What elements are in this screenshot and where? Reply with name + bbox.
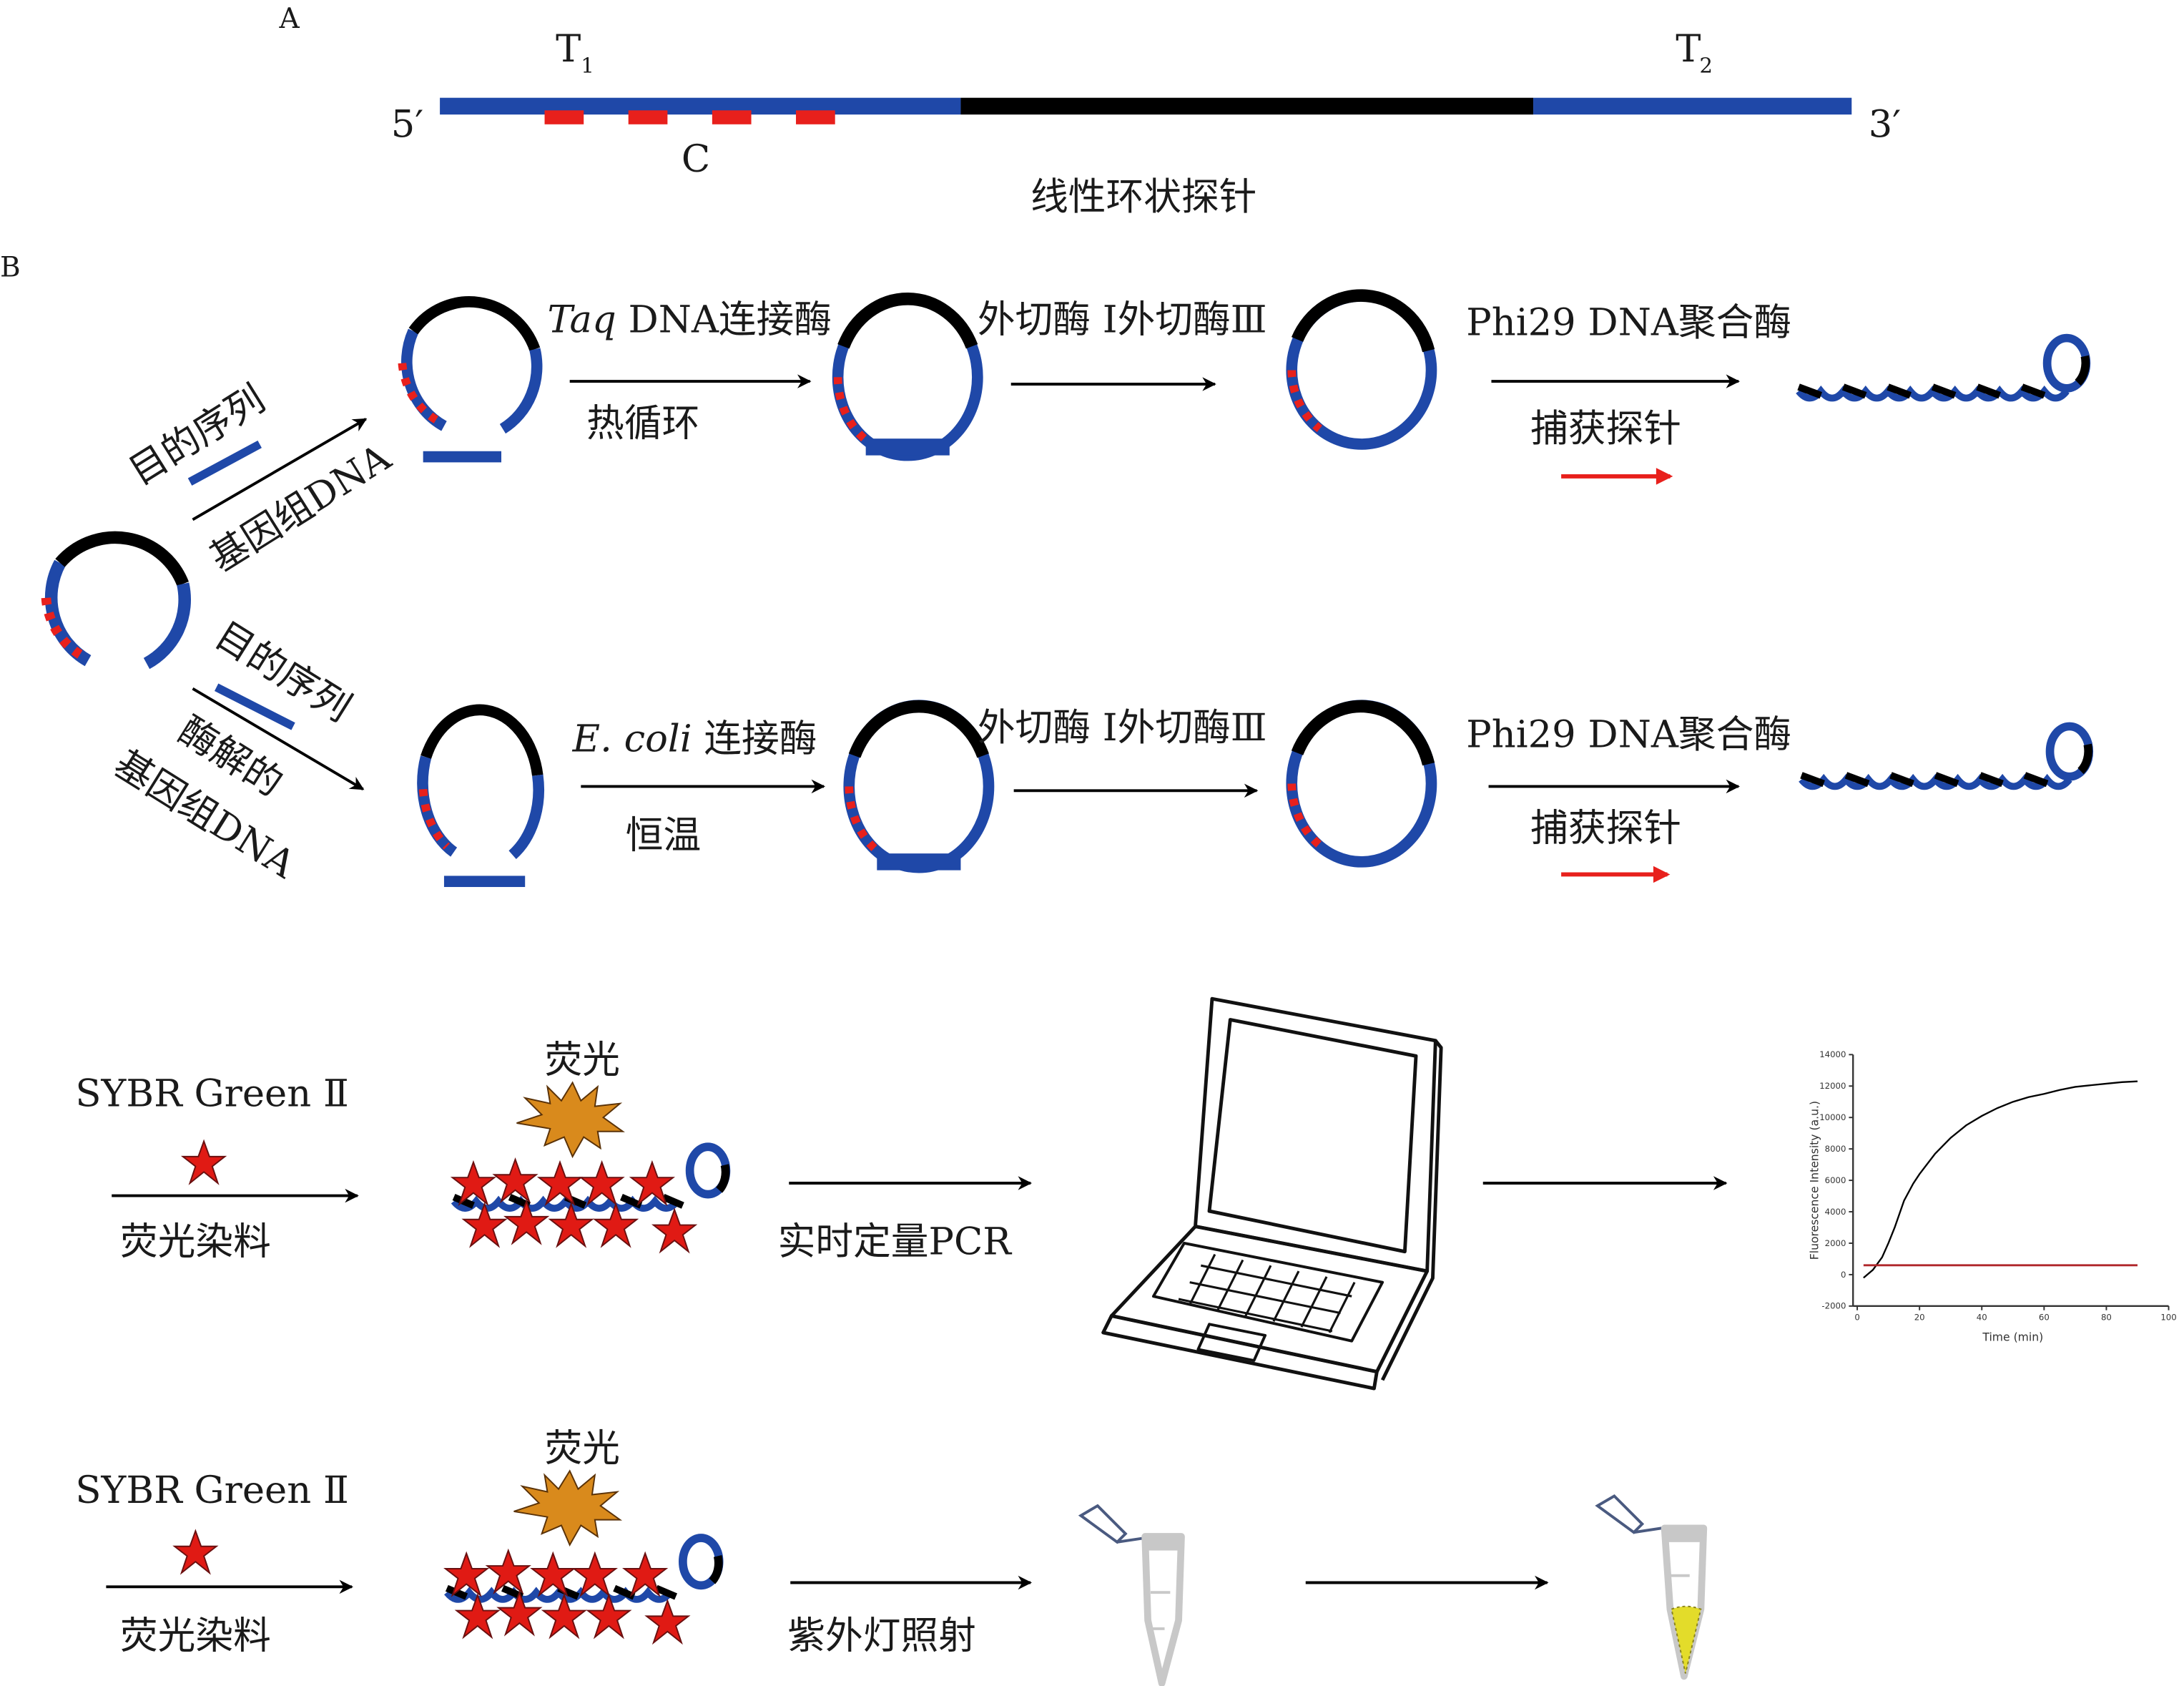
tube-fluorescent-icon <box>1595 1494 1708 1680</box>
linear-probe <box>440 97 1852 124</box>
chart-y-tick-label: -2000 <box>1821 1301 1846 1311</box>
hybridized-probe <box>398 296 543 463</box>
capture-probe-label: 捕获探针 <box>1530 807 1681 851</box>
uv-method-label: 紫外灯照射 <box>787 1614 976 1657</box>
chart-y-tick-label: 2000 <box>1825 1238 1846 1248</box>
chart-ticks: -2000 0 2000 4000 6000 8000 10000 12000 14000 0 20… <box>1819 1049 2176 1322</box>
tag-segment <box>796 110 835 124</box>
ligase-label: Taq DNA连接酶 <box>547 298 832 342</box>
chart-series-amplification <box>1863 1080 2138 1279</box>
fluorescence-label: 荧光 <box>545 1427 620 1471</box>
dye-caption: 荧光染料 <box>120 1614 271 1657</box>
three-prime-label: 3′ <box>1869 102 1902 146</box>
stained-rca-product <box>451 1142 731 1253</box>
tube-clear-icon <box>1078 1504 1185 1686</box>
capture-probe-arrowhead <box>1656 468 1673 485</box>
panel-a-label: A <box>279 3 300 35</box>
capture-probe-label: 捕获探针 <box>1530 407 1681 451</box>
svg-text:2: 2 <box>1699 54 1713 78</box>
branch-2-target-label: 目的序列 <box>207 614 358 730</box>
dye-star-icon <box>174 1530 217 1574</box>
chart-y-axis-title: Fluorescence Intensity (a.u.) <box>1808 1101 1821 1260</box>
dye-label: SYBR Green Ⅱ <box>75 1469 348 1512</box>
rca-product <box>1799 722 2094 790</box>
probe-backbone <box>960 97 1534 115</box>
chart-y-tick-label: 14000 <box>1819 1049 1846 1059</box>
hybridized-probe <box>417 704 544 888</box>
dye-star-icon <box>182 1140 226 1184</box>
chart-x-tick-label: 100 <box>2160 1312 2176 1322</box>
fluorescence-curve-chart: -2000 0 2000 4000 6000 8000 10000 12000 14000 0 20… <box>1808 1049 2176 1343</box>
branch-2-input: 目的序列 酶解的 基因组DNA <box>107 614 365 887</box>
tag-segment <box>628 110 668 124</box>
purified-circle <box>1286 700 1437 868</box>
dye-label: SYBR Green Ⅱ <box>75 1072 348 1116</box>
target-sequence <box>215 683 295 730</box>
chart-x-tick-label: 0 <box>1854 1312 1859 1322</box>
chart-y-tick-label: 12000 <box>1819 1081 1846 1091</box>
c-label: C <box>682 137 710 181</box>
ligated-circle <box>843 700 995 873</box>
svg-text:T: T <box>556 27 581 71</box>
target-sequence <box>187 440 262 486</box>
ligase-label: E. coli 连接酶 <box>572 717 817 761</box>
uv-detection-row: SYBR Green Ⅱ 荧光染料 荧光 紫外灯照射 <box>75 1427 1708 1686</box>
t2-label: T 2 <box>1676 27 1713 78</box>
exonuclease-label: 外切酶 Ⅰ外切酶Ⅲ <box>978 298 1267 342</box>
ligation-condition-label: 恒温 <box>626 813 701 857</box>
fluorescence-burst-icon <box>516 1081 625 1159</box>
svg-text:1: 1 <box>581 54 594 78</box>
tag-segment <box>712 110 752 124</box>
laptop-icon <box>1101 996 1443 1391</box>
ligated-circle <box>832 293 983 461</box>
chart-axes <box>1852 1054 2169 1308</box>
rca-product <box>1796 333 2091 402</box>
chart-y-tick-label: 10000 <box>1819 1112 1846 1122</box>
five-prime-label: 5′ <box>391 102 424 146</box>
svg-text:Taq DNA连接酶: Taq DNA连接酶 <box>547 298 832 342</box>
probe-arm-t2 <box>1533 97 1852 115</box>
chart-y-tick-label: 8000 <box>1825 1144 1846 1154</box>
qpcr-method-label: 实时定量PCR <box>778 1220 1013 1264</box>
polymerase-label: Phi29 DNA聚合酶 <box>1466 301 1791 345</box>
fluorescence-label: 荧光 <box>545 1039 620 1082</box>
probe-arm-t1 <box>440 97 961 115</box>
ligation-condition-label: 热循环 <box>586 401 699 445</box>
panel-b-label: B <box>0 252 21 284</box>
tag-segment <box>544 110 584 124</box>
chart-x-tick-label: 20 <box>1914 1312 1925 1322</box>
fluorescence-burst-icon <box>513 1469 623 1547</box>
open-circle-probe <box>41 531 191 670</box>
chart-y-tick-label: 0 <box>1841 1270 1846 1280</box>
chart-x-axis-title: Time (min) <box>1982 1331 2043 1344</box>
qpcr-detection-row: SYBR Green Ⅱ 荧光染料 荧光 实时定量PCR <box>75 996 2177 1391</box>
chart-y-tick-label: 4000 <box>1825 1207 1846 1217</box>
chart-series <box>1863 1080 2138 1279</box>
svg-text:E. coli 连接酶: E. coli 连接酶 <box>572 717 817 761</box>
fluorescent-solution <box>1671 1605 1702 1674</box>
t1-label: T 1 <box>556 27 594 78</box>
purified-circle <box>1286 289 1437 450</box>
branch-2-row: E. coli 连接酶 恒温 外切酶 Ⅰ外切酶Ⅲ Phi29 DNA聚合酶 捕获… <box>417 700 2094 888</box>
probe-caption: 线性环状探针 <box>1030 175 1256 219</box>
chart-x-tick-label: 80 <box>2101 1312 2112 1322</box>
chart-y-tick-label: 6000 <box>1825 1175 1846 1185</box>
chart-x-tick-label: 40 <box>1977 1312 1987 1322</box>
exonuclease-label: 外切酶 Ⅰ外切酶Ⅲ <box>978 706 1267 750</box>
chart-x-tick-label: 60 <box>2039 1312 2050 1322</box>
branch-1-row: Taq DNA连接酶 热循环 外切酶 Ⅰ外切酶Ⅲ Phi29 DNA聚合酶 捕获… <box>398 289 2091 485</box>
polymerase-label: Phi29 DNA聚合酶 <box>1466 713 1791 757</box>
stained-rca-product <box>444 1534 724 1644</box>
svg-text:T: T <box>1676 27 1701 71</box>
dye-caption: 荧光染料 <box>120 1220 271 1264</box>
capture-probe-arrowhead <box>1653 866 1671 883</box>
